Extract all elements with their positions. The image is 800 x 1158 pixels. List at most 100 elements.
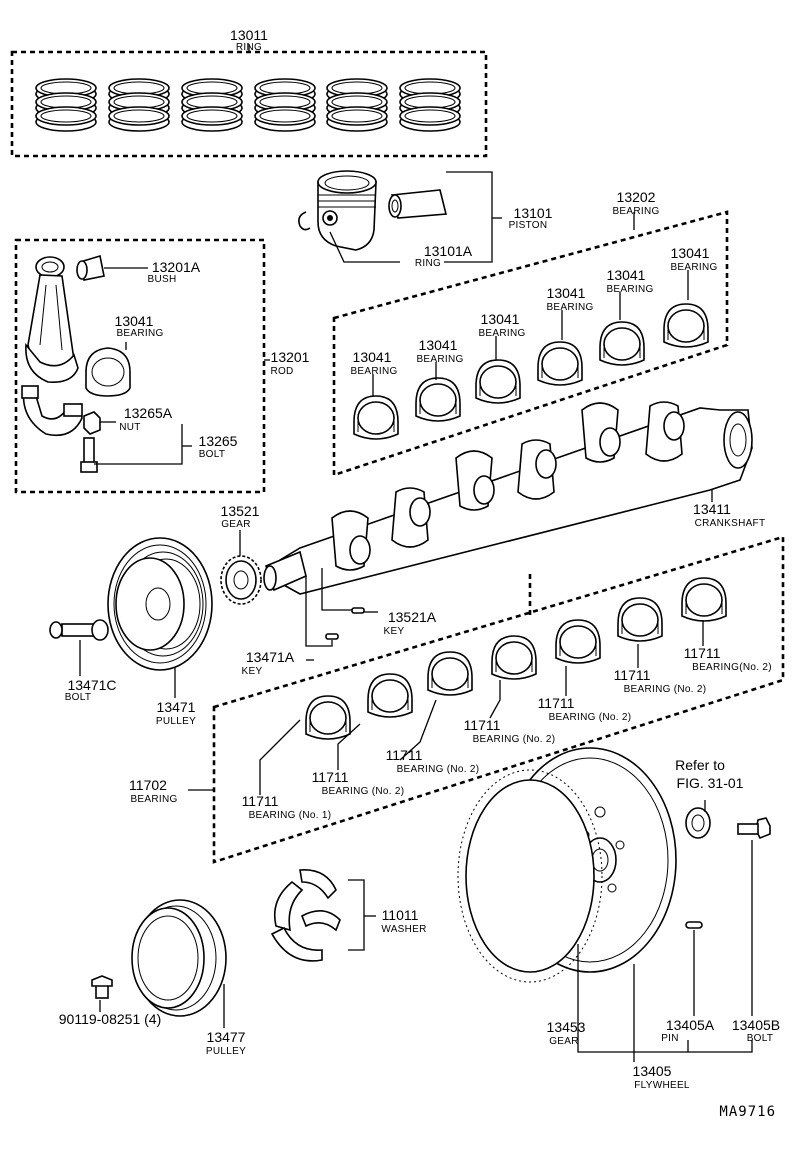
svg-text:13471: 13471 (157, 699, 196, 715)
svg-text:WASHER: WASHER (381, 924, 426, 935)
main-bearing-icon (491, 635, 537, 680)
pulley-key-icon (325, 633, 339, 640)
svg-text:13041: 13041 (115, 313, 154, 329)
main-bearing-icon (617, 597, 663, 642)
svg-text:BEARING (No. 2): BEARING (No. 2) (322, 786, 405, 797)
svg-text:BEARING (No. 1): BEARING (No. 1) (249, 810, 332, 821)
svg-text:11011: 11011 (382, 907, 419, 923)
svg-text:RING: RING (236, 42, 262, 53)
svg-text:13202: 13202 (617, 189, 656, 205)
svg-text:11711: 11711 (464, 717, 501, 733)
callout-90119: 90119-08251 (4) (59, 1011, 161, 1027)
svg-text:13041: 13041 (419, 337, 458, 353)
svg-text:PIN: PIN (661, 1033, 679, 1044)
svg-text:BEARING (No. 2): BEARING (No. 2) (397, 764, 480, 775)
svg-text:11711: 11711 (386, 747, 423, 763)
piston-ring-set-icon (399, 78, 461, 132)
svg-text:13041: 13041 (547, 285, 586, 301)
piston-pin-icon (388, 189, 448, 219)
main-bearing-shells (305, 577, 727, 740)
svg-text:13041: 13041 (481, 311, 520, 327)
svg-text:BOLT: BOLT (65, 692, 92, 703)
thrust-washer-icon (270, 869, 341, 962)
svg-text:13471A: 13471A (246, 649, 295, 665)
rod-bearing-icon (415, 377, 461, 422)
svg-text:90119-08251 (4): 90119-08251 (4) (59, 1011, 161, 1027)
svg-text:NUT: NUT (119, 422, 140, 433)
piston-ring-set-icon (326, 78, 388, 132)
nut-icon (83, 411, 101, 435)
rod-bearing-shell-icon (85, 347, 131, 397)
svg-text:BEARING: BEARING (130, 794, 177, 805)
svg-text:FLYWHEEL: FLYWHEEL (634, 1080, 690, 1091)
svg-text:13041: 13041 (671, 245, 710, 261)
piston-ring-set-icon (35, 78, 97, 132)
bush-icon (76, 254, 105, 281)
svg-text:13041: 13041 (607, 267, 646, 283)
svg-text:GEAR: GEAR (549, 1036, 579, 1047)
svg-text:11711: 11711 (684, 645, 721, 661)
crank-timing-gear-icon (220, 555, 262, 605)
flywheel-bolt-icon (737, 817, 771, 840)
diagram-code: MA9716 (719, 1104, 776, 1120)
svg-text:13201A: 13201A (152, 259, 201, 275)
svg-text:13101A: 13101A (424, 243, 473, 259)
svg-text:11711: 11711 (538, 695, 575, 711)
svg-text:BUSH: BUSH (148, 274, 177, 285)
crankshaft-icon (263, 401, 753, 595)
svg-text:BEARING: BEARING (546, 302, 593, 313)
main-bearing-icon (367, 673, 413, 718)
svg-text:13265A: 13265A (124, 405, 173, 421)
svg-text:13405A: 13405A (666, 1017, 715, 1033)
svg-text:CRANKSHAFT: CRANKSHAFT (695, 518, 766, 529)
svg-text:BEARING (No. 2): BEARING (No. 2) (473, 734, 556, 745)
svg-text:13521: 13521 (221, 503, 260, 519)
svg-text:BEARING: BEARING (612, 206, 659, 217)
svg-text:13265: 13265 (199, 433, 238, 449)
main-bearing-icon (555, 619, 601, 664)
rod-cap-icon (21, 385, 83, 437)
svg-text:BEARING(No. 2): BEARING(No. 2) (692, 662, 772, 673)
svg-text:13405B: 13405B (732, 1017, 780, 1033)
piston-ring-set-icon (181, 78, 243, 132)
svg-text:GEAR: GEAR (221, 519, 251, 530)
piston-ring-sets (35, 78, 461, 132)
svg-text:11711: 11711 (242, 793, 279, 809)
rod-bearing-shells (353, 303, 709, 440)
crank-pulley-icon (107, 537, 213, 671)
svg-text:KEY: KEY (242, 666, 263, 677)
piston-icon (317, 170, 377, 251)
svg-text:13453: 13453 (547, 1019, 586, 1035)
svg-text:13101: 13101 (514, 205, 553, 221)
svg-text:BEARING: BEARING (350, 366, 397, 377)
svg-text:PULLEY: PULLEY (206, 1046, 246, 1057)
piston-ring-set-icon (108, 78, 170, 132)
rod-bolt-icon (80, 437, 98, 473)
rod-bearing-icon (599, 321, 645, 366)
keys (325, 607, 365, 640)
crank-gear-key-icon (351, 607, 365, 614)
svg-text:13011: 13011 (230, 27, 268, 43)
